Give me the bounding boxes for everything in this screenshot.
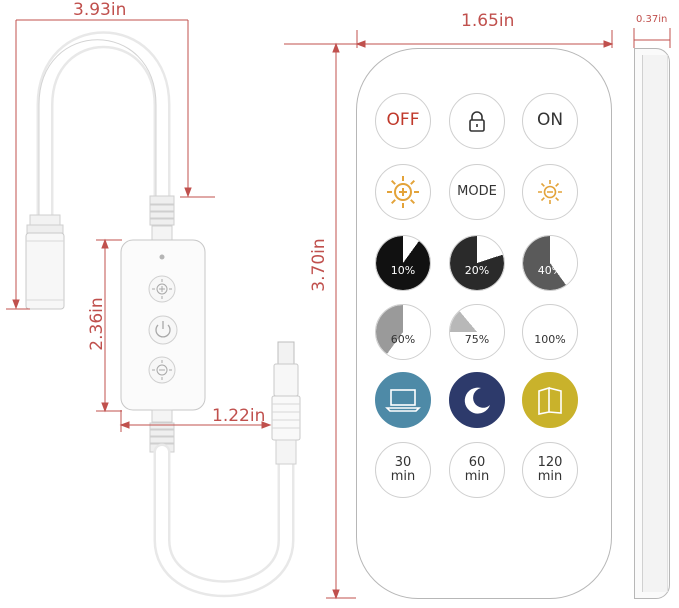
- remote-side-view: [634, 48, 670, 599]
- dimension-lines: [6, 19, 671, 600]
- brightness-20-button[interactable]: 20%: [449, 235, 505, 291]
- cable-bottom-loop: [153, 443, 295, 598]
- brightness-40-button[interactable]: 40%: [522, 235, 578, 291]
- remote-side-edge: [642, 55, 668, 592]
- timer-30-button[interactable]: 30 min: [375, 442, 431, 498]
- mode-button[interactable]: MODE: [449, 164, 505, 220]
- laptop-icon: [385, 389, 421, 412]
- remote-front: OFF ON MODE: [356, 48, 612, 599]
- on-label: ON: [536, 110, 564, 131]
- dc-male-plug: [271, 341, 301, 465]
- brightness-75-label: 75%: [464, 333, 490, 346]
- off-button[interactable]: OFF: [375, 93, 431, 149]
- sun-plus-icon-controller: [152, 279, 172, 299]
- moon-icon: [464, 387, 490, 414]
- brightness-100-label: 100%: [534, 333, 566, 346]
- brightness-down-button[interactable]: [522, 164, 578, 220]
- timer-30-unit: min: [390, 469, 416, 484]
- timer-60-number: 60: [468, 455, 486, 471]
- controller-button-middle: [148, 315, 178, 345]
- brightness-60-pie: [376, 305, 430, 359]
- timer-120-unit: min: [537, 469, 563, 484]
- timer-120-number: 120: [537, 455, 563, 471]
- dimension-remote-height: 3.70in: [309, 238, 329, 292]
- brightness-75-pie: [450, 305, 504, 359]
- dimension-remote-width: 1.65in: [461, 11, 515, 31]
- brightness-100-button[interactable]: 100%: [522, 304, 578, 360]
- controller-button-bottom: [148, 356, 176, 384]
- brightness-10-button[interactable]: 10%: [375, 235, 431, 291]
- cable-top-loop: [36, 31, 171, 227]
- brightness-60-label: 60%: [390, 333, 416, 346]
- brightness-75-button[interactable]: 75%: [449, 304, 505, 360]
- on-button[interactable]: ON: [522, 93, 578, 149]
- brightness-60-button[interactable]: 60%: [375, 304, 431, 360]
- brightness-up-button[interactable]: [375, 164, 431, 220]
- lock-icon: [469, 111, 485, 132]
- brightness-10-pie: [376, 236, 430, 290]
- sun-plus-icon: [387, 176, 419, 208]
- timer-30-number: 30: [394, 455, 412, 471]
- brightness-20-label: 20%: [464, 264, 490, 277]
- timer-60-unit: min: [464, 469, 490, 484]
- scene-night-button[interactable]: [449, 372, 505, 428]
- brightness-10-label: 10%: [390, 264, 416, 277]
- dimension-cable-length: 3.93in: [73, 0, 127, 20]
- sun-minus-icon: [538, 180, 562, 204]
- mode-label: MODE: [457, 184, 497, 200]
- timer-120-button[interactable]: 120 min: [522, 442, 578, 498]
- lock-button[interactable]: [449, 93, 505, 149]
- cable-strain-relief-top: [149, 195, 175, 241]
- brightness-40-label: 40%: [537, 264, 563, 277]
- scene-book-button[interactable]: [522, 372, 578, 428]
- controller-led: [159, 254, 165, 260]
- off-label: OFF: [386, 110, 420, 131]
- scene-reading-button[interactable]: [375, 372, 431, 428]
- book-icon: [538, 386, 562, 415]
- dimension-remote-thickness: 0.37in: [636, 14, 668, 25]
- brightness-40-pie: [523, 236, 577, 290]
- timer-60-button[interactable]: 60 min: [449, 442, 505, 498]
- brightness-20-pie: [450, 236, 504, 290]
- dc-female-connector: [25, 214, 65, 310]
- dimension-controller-height: 2.36in: [87, 297, 107, 351]
- dimension-controller-plug: 1.22in: [212, 406, 266, 426]
